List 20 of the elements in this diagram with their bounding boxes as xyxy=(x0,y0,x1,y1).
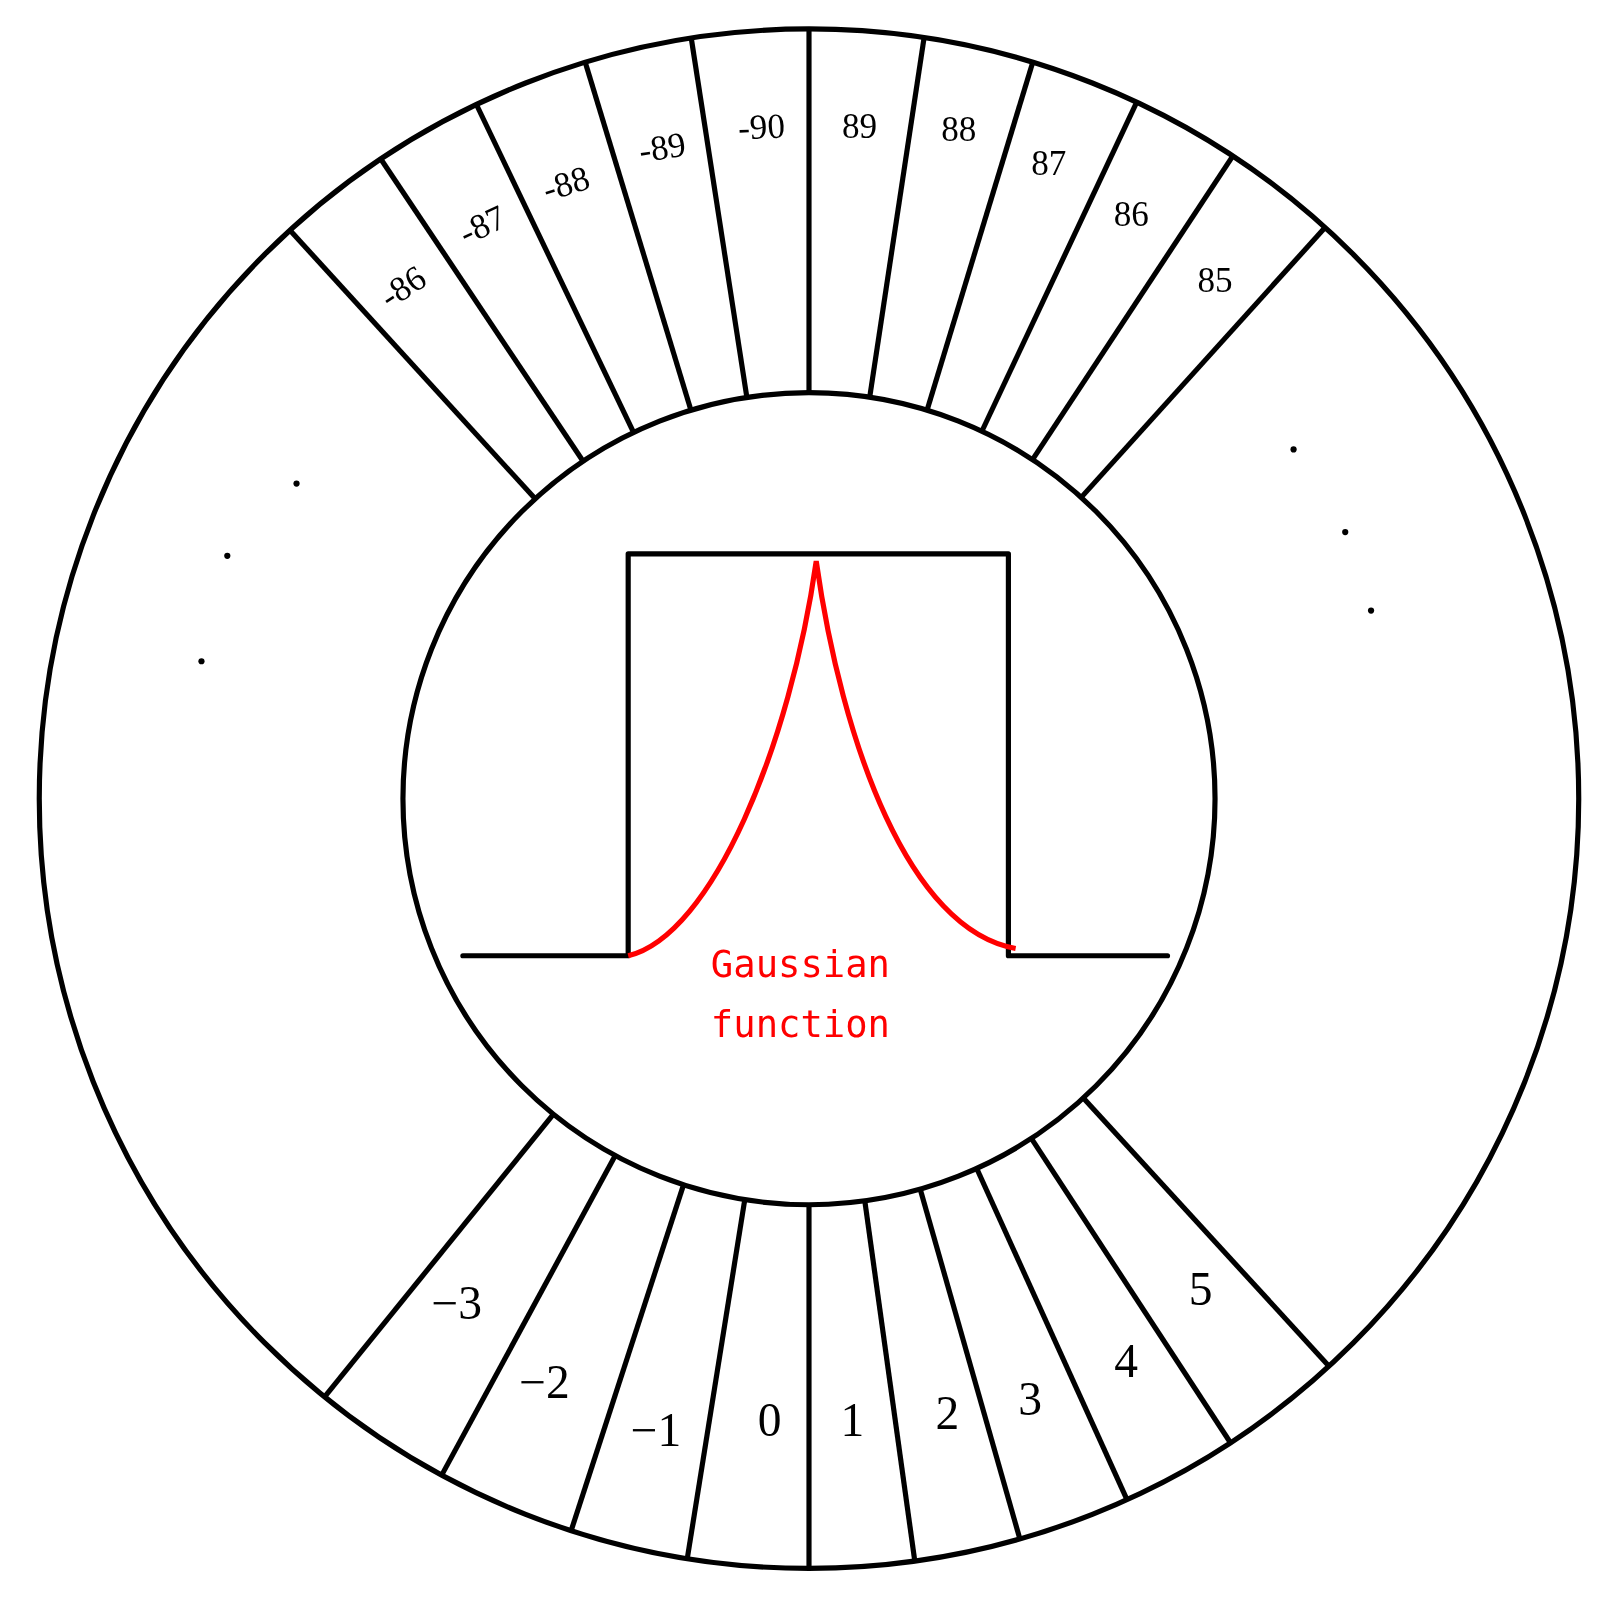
angle-label: 5 xyxy=(1188,1265,1213,1314)
angle-label: 2 xyxy=(935,1389,960,1438)
angle-label: 88 xyxy=(941,111,977,147)
angle-label: −2 xyxy=(519,1358,570,1407)
angle-label: 3 xyxy=(1018,1376,1042,1424)
angle-label: 4 xyxy=(1114,1338,1139,1386)
angle-label: −3 xyxy=(431,1280,482,1328)
curve-label: Gaussian function xyxy=(710,942,891,1048)
angle-label: -90 xyxy=(737,108,786,146)
angle-label: 89 xyxy=(842,109,878,145)
angle-label: −1 xyxy=(630,1407,682,1455)
angle-label: 1 xyxy=(840,1396,865,1445)
angle-label: -88 xyxy=(538,160,594,208)
angle-label: 0 xyxy=(757,1396,782,1445)
angle-label: 86 xyxy=(1113,197,1149,233)
angle-label: 87 xyxy=(1031,145,1067,181)
angle-label: -89 xyxy=(636,126,689,169)
angle-label: 85 xyxy=(1197,263,1233,299)
angle-label: -86 xyxy=(373,259,433,315)
angle-label: -87 xyxy=(453,199,512,252)
